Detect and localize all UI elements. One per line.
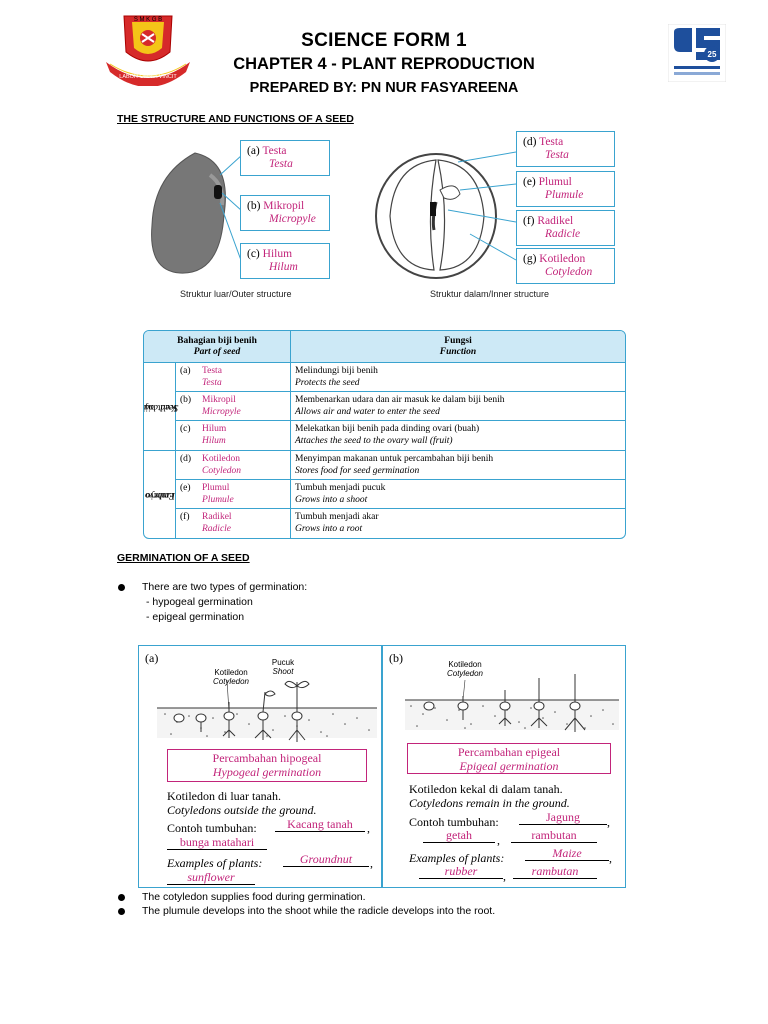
epigeal-desc-malay: Kotiledon kekal di dalam tanah.: [409, 782, 563, 796]
hypogeal-example-malay-1: Kacang tanah: [275, 818, 365, 832]
label-cotyledon-inner: (g) Kotiledon Cotyledon: [516, 248, 615, 284]
label-hilum-outer: (c) Hilum Hilum: [240, 243, 330, 279]
comma: ,: [503, 869, 506, 883]
anniversary-number: 25: [708, 50, 717, 59]
outer-seed-illustration: [151, 152, 243, 274]
crest-initials: S M K G B: [134, 17, 162, 23]
comma: ,: [609, 851, 612, 865]
hypogeal-example-malay-2: bunga matahari: [167, 836, 267, 850]
caption-inner-structure: Struktur dalam/Inner structure: [430, 289, 550, 299]
epigeal-example-malay-1: Jagung: [519, 811, 607, 825]
hypogeal-desc-english: Cotyledons outside the ground.: [167, 803, 317, 817]
label-testa-outer: (a) Testa Testa: [240, 140, 330, 176]
footer-bullet-2: The plumule develops into the shoot whil…: [142, 905, 496, 917]
hypogeal-example-english-2: sunflower: [167, 871, 255, 885]
epigeal-example-english-3: rambutan: [513, 865, 597, 879]
epigeal-examples-label: Examples of plants:: [409, 851, 505, 865]
seed-functions-table: Bahagian biji benih Part of seed Fungsi …: [143, 330, 626, 539]
epigeal-example-malay-2: getah: [423, 829, 495, 843]
chapter-title: CHAPTER 4 - PLANT REPRODUCTION: [233, 55, 535, 73]
inner-seed-illustration: [375, 151, 517, 279]
section-heading-germination: GERMINATION OF A SEED: [117, 552, 250, 564]
label-radicle-inner: (f) Radikel Radicle: [516, 210, 615, 246]
comma: ,: [497, 833, 500, 847]
hypogeal-title-box: Percambahan hipogeal Hypogeal germinatio…: [167, 749, 367, 782]
header-function-english: Function: [439, 346, 477, 357]
header-part-malay: Bahagian biji benih: [177, 335, 257, 346]
panel-divider: [381, 646, 383, 887]
comma: ,: [607, 815, 610, 829]
epigeal-title-box: Percambahan epigeal Epigeal germination: [407, 743, 611, 774]
anniversary-logo: 25: [668, 24, 726, 82]
bullet-dot: [118, 584, 125, 591]
header-function-malay: Fungsi: [444, 335, 472, 346]
footer-bullet-1: The cotyledon supplies food during germi…: [142, 891, 366, 903]
label-plumule-inner: (e) Plumul Plumule: [516, 171, 615, 207]
comma: ,: [370, 856, 373, 870]
label-testa-inner: (d) Testa Testa: [516, 131, 615, 167]
comma: ,: [367, 821, 370, 835]
epigeal-illustration: [405, 674, 619, 732]
bullet-germination-types: There are two types of germination:: [142, 581, 308, 593]
epigeal-example-english-1: Maize: [525, 847, 609, 861]
panel-b-label: (b): [389, 651, 403, 665]
epigeal-desc-english: Cotyledons remain in the ground.: [409, 796, 570, 810]
table-header: Bahagian biji benih Part of seed Fungsi …: [144, 331, 625, 363]
bullet-epigeal: - epigeal germination: [146, 611, 245, 623]
label-micropyle-outer: (b) Mikropil Micropyle: [240, 195, 330, 231]
bullet-dot: [118, 908, 125, 915]
hypogeal-desc-malay: Kotiledon di luar tanah.: [167, 789, 281, 803]
section-heading-seed-structure: THE STRUCTURE AND FUNCTIONS OF A SEED: [117, 113, 354, 125]
hypogeal-illustration: [157, 679, 377, 742]
school-crest-logo: S M K G B LABOR OMNIA VINCIT: [106, 15, 190, 86]
hypogeal-contoh-label: Contoh tumbuhan:: [167, 821, 257, 835]
hypogeal-example-english-1: Groundnut: [283, 853, 369, 867]
page-title: SCIENCE FORM 1: [301, 30, 467, 51]
prepared-by: PREPARED BY: PN NUR FASYAREENA: [249, 80, 519, 96]
crest-motto: LABOR OMNIA VINCIT: [119, 74, 177, 80]
epigeal-contoh-label: Contoh tumbuhan:: [409, 815, 499, 829]
panel-a-label: (a): [145, 651, 159, 665]
bullet-dot: [118, 894, 125, 901]
header-part-english: Part of seed: [193, 346, 241, 357]
caption-outer-structure: Struktur luar/Outer structure: [180, 289, 292, 299]
hypogeal-examples-label: Examples of plants:: [167, 856, 263, 870]
epigeal-example-english-2: rubber: [419, 865, 503, 879]
bullet-hypogeal: - hypogeal germination: [146, 596, 253, 608]
epigeal-example-malay-3: rambutan: [511, 829, 597, 843]
